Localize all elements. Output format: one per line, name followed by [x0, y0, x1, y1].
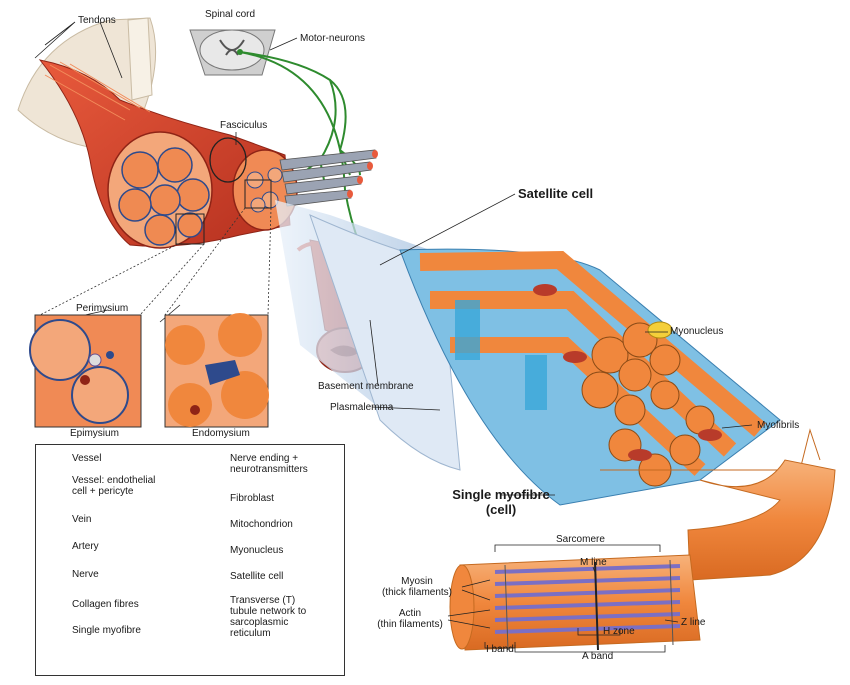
spinal-cord [189, 29, 276, 76]
fascicle-bundles [279, 149, 377, 207]
myofibril-tail [687, 459, 836, 581]
perimysium-inset [29, 314, 142, 428]
zoom-dotted-lines [39, 207, 272, 316]
label-m-line: M line [580, 557, 607, 568]
sarcomere-brackets [484, 544, 666, 653]
legend-text-line: Vessel: endothelial [72, 475, 156, 486]
label-epimysium: Epimysium [70, 428, 119, 439]
legend-text: Single myofibre [72, 625, 141, 636]
label-myosin: Myosin (thick filaments) [372, 576, 462, 598]
label-z-line: Z line [681, 617, 706, 628]
label-sarcomere: Sarcomere [556, 534, 605, 545]
legend-text-line: tubule network to [230, 606, 307, 617]
label-a-band: A band [582, 651, 614, 662]
legend-text: Satellite cell [230, 571, 284, 582]
legend-text-line: Nerve ending + [230, 453, 299, 464]
label-single-myofibre: Single myofibre (cell) [445, 487, 557, 517]
legend-text: Nerve [72, 569, 99, 580]
legend-text: Collagen fibres [72, 599, 139, 610]
legend-text: Vein [72, 514, 92, 525]
label-single-myofibre-line2: (cell) [485, 502, 517, 517]
label-motor-neurons: Motor-neurons [300, 33, 366, 44]
legend-text: Mitochondrion [230, 519, 293, 530]
label-fasciculus: Fasciculus [220, 120, 268, 131]
label-myosin-line1: Myosin [401, 576, 433, 587]
endomysium-inset [164, 313, 269, 428]
legend-text: Artery [72, 541, 99, 552]
legend-text: Fibroblast [230, 493, 274, 504]
legend-text-line: Transverse (T) [230, 595, 296, 606]
leader-lines [84, 132, 753, 629]
legend-text: Nerve ending +neurotransmitters [230, 453, 340, 475]
label-perimysium: Perimysium [76, 303, 129, 314]
legend-text-line: cell + pericyte [72, 486, 134, 497]
label-tendons: Tendons [78, 15, 116, 26]
label-h-zone: H zone [603, 626, 635, 637]
label-myofibrils: Myofibrils [757, 420, 800, 431]
label-myosin-line2: (thick filaments) [381, 587, 452, 598]
label-spinal-cord: Spinal cord [205, 9, 256, 20]
label-myonucleus: Myonucleus [670, 326, 724, 337]
label-basement-membrane: Basement membrane [318, 381, 414, 392]
tendons-leader-2 [99, 21, 123, 79]
label-i-band: I band [486, 644, 514, 655]
label-actin-line1: Actin [398, 608, 422, 619]
label-actin: Actin (thin filaments) [370, 608, 450, 630]
legend-text-line: sarcoplasmic [230, 617, 289, 628]
legend-text: Vessel [72, 453, 102, 464]
sarcomere-strip [449, 554, 701, 651]
label-plasmalemma: Plasmalemma [330, 402, 394, 413]
label-single-myofibre-line1: Single myofibre [452, 487, 550, 502]
label-endomysium: Endomysium [192, 428, 250, 439]
label-satellite-cell: Satellite cell [518, 186, 594, 201]
legend-text-line: reticulum [230, 628, 271, 639]
label-actin-line2: (thin filaments) [377, 619, 443, 630]
legend-text: Myonucleus [230, 545, 284, 556]
motor-leader [269, 37, 298, 51]
tendons-leader [34, 21, 76, 59]
single-myofibre [399, 248, 821, 506]
whole-muscle [38, 59, 298, 249]
legend-text-line: neurotransmitters [230, 464, 308, 475]
